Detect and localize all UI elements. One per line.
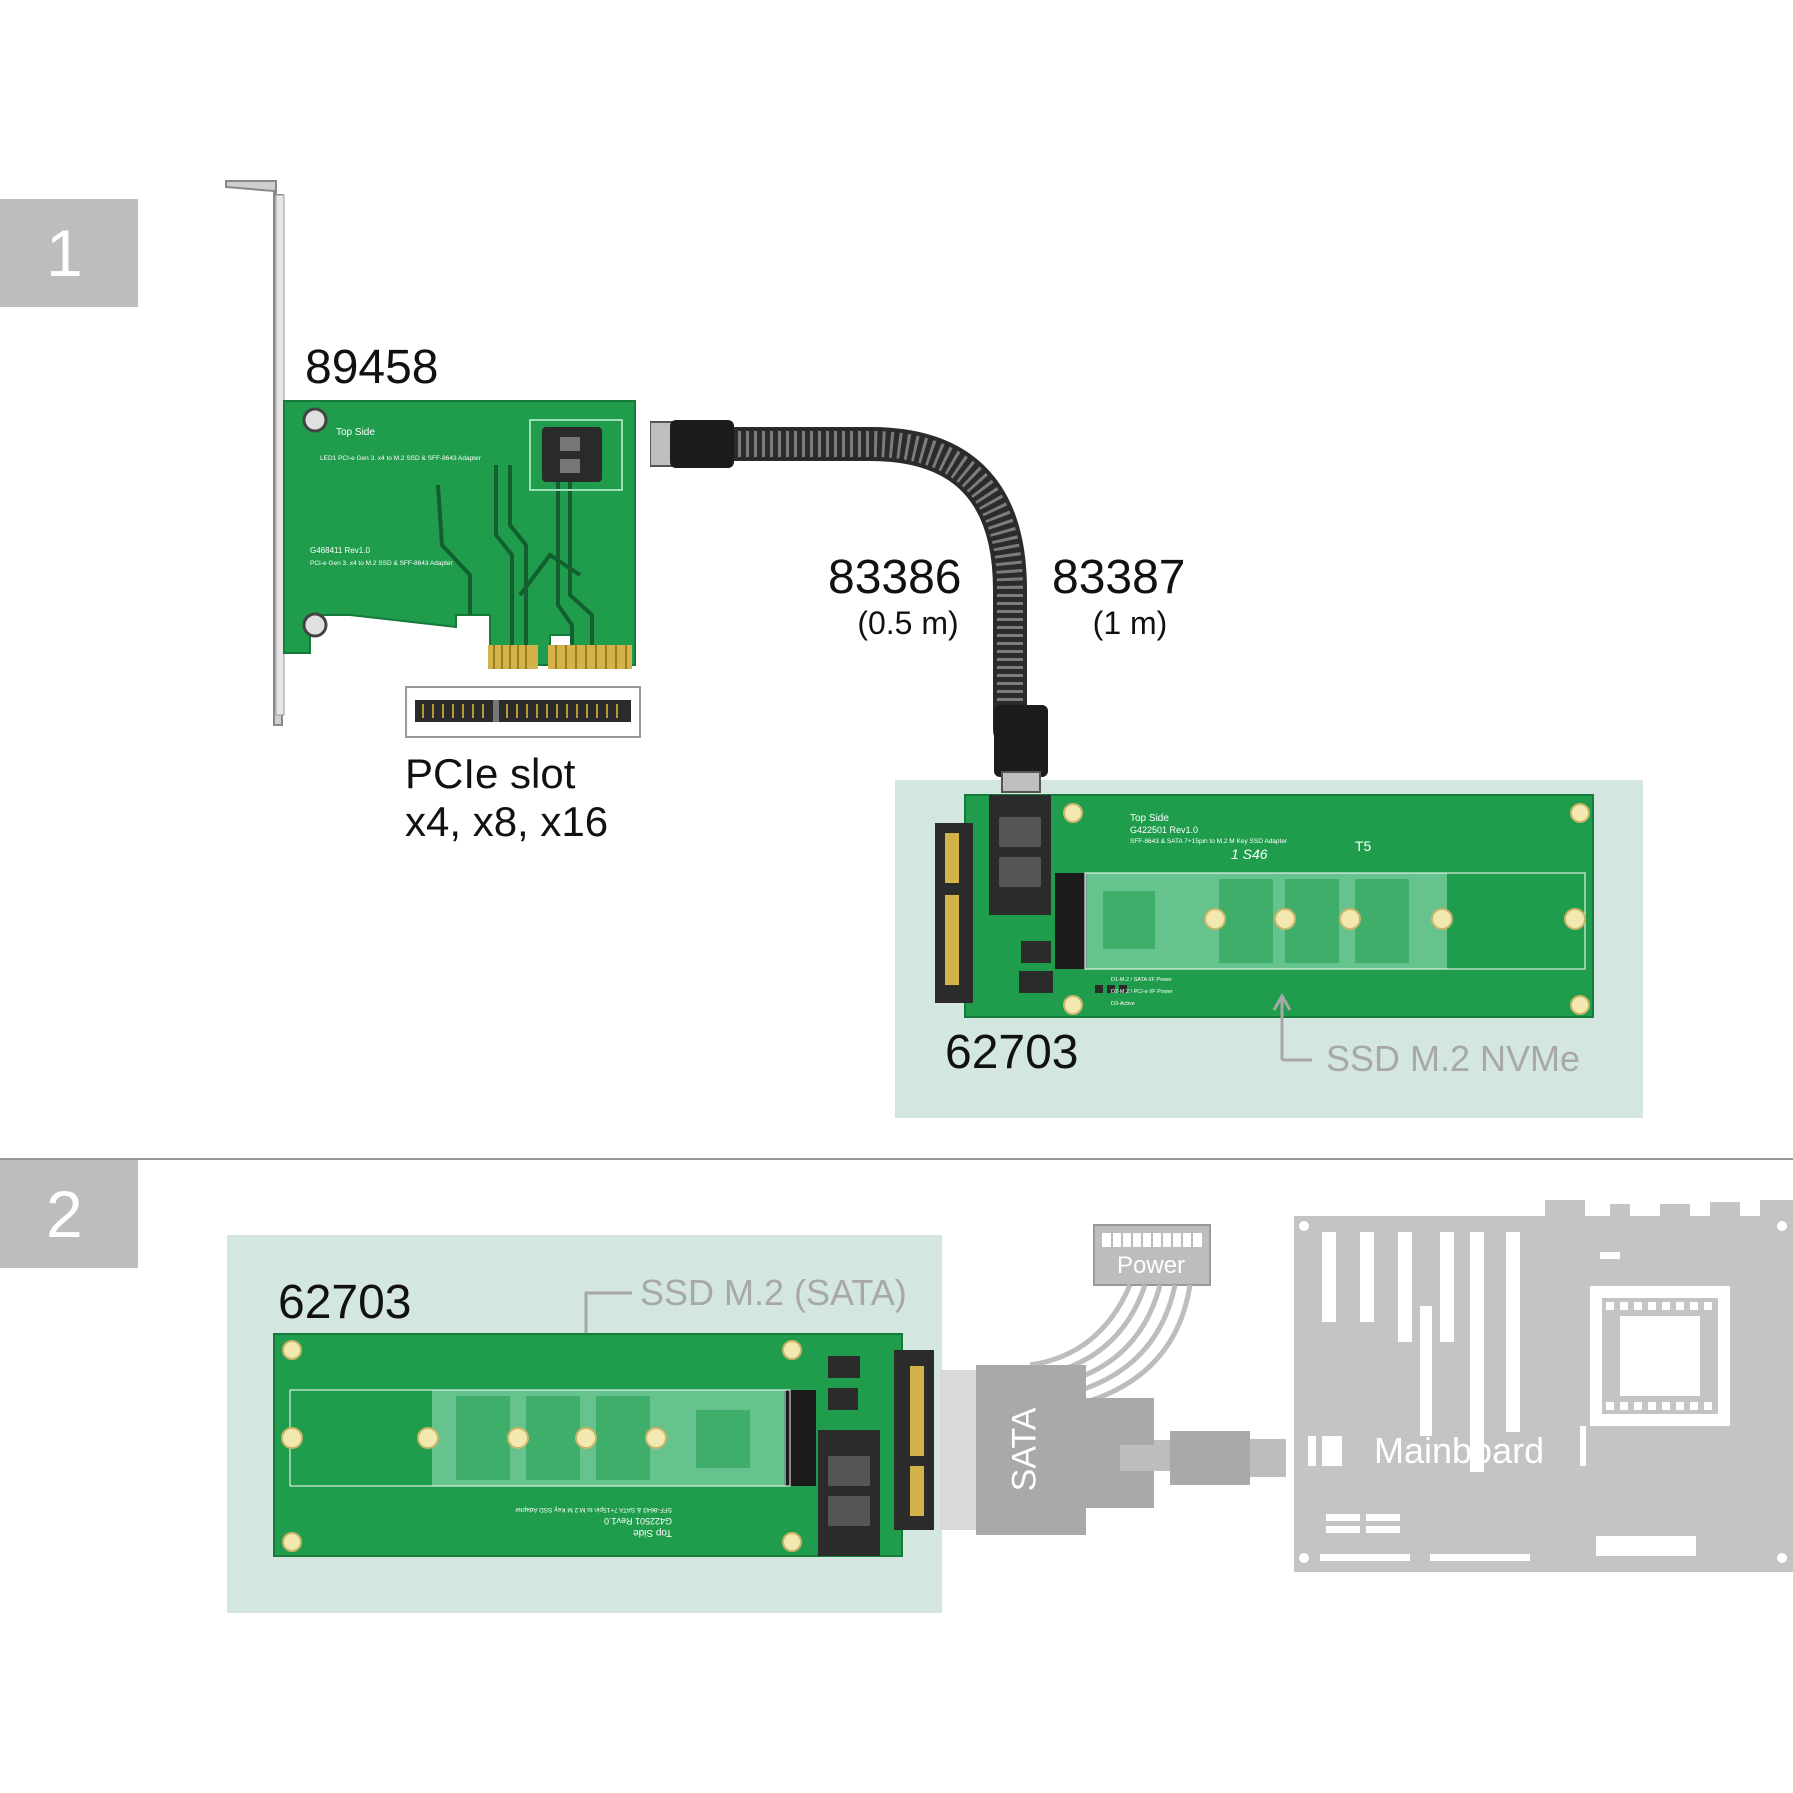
pcie-card-model-number: 89458 [305,341,439,394]
adapter-silk-led2: D2-M.2 / PCI-e I/F Power [1111,989,1173,995]
adapter-model-number: 62703 [945,1026,1079,1079]
pcie-slot-label-line2: x4, x8, x16 [405,798,609,845]
pcie-adapter-card: Top Side LED1 PCI-e Gen 3. x4 to M.2 SSD… [225,180,636,726]
pcie-silk-line1: LED1 PCI-e Gen 3. x4 to M.2 SSD & SFF-86… [320,455,482,462]
m2-adapter-board-nvme: Top Side G422501 Rev1.0 SFF-8643 & SATA … [935,794,1594,1018]
ssd-nvme-label: SSD M.2 NVMe [1326,1038,1581,1079]
mainboard-label: Mainboard [1374,1430,1545,1471]
adapter2-silk-desc: SFF-8643 & SATA 7+15pin to M.2 M Key SSD… [514,1506,672,1513]
cable-1m-length: (1 m) [1092,605,1168,641]
adapter-silk-led1: D1-M.2 / SATA I/F Power [1111,977,1172,983]
adapter-model-number-2: 62703 [278,1276,412,1329]
adapter2-silk-rev: G422501 Rev1.0 [604,1516,672,1526]
pcie-slot-illustration [405,686,641,738]
sata-power-cable [940,1224,1260,1535]
cable-05m-length: (0.5 m) [857,605,959,641]
pcie-silk-line2: PCI-e Gen 3. x4 to M.2 SSD & SFF-8643 Ad… [310,560,454,567]
section-divider [0,1158,1793,1160]
m2-adapter-board-sata: Top Side G422501 Rev1.0 SFF-8643 & SATA … [273,1333,934,1557]
step-number-2: 2 [0,1160,138,1268]
ssd-sata-label: SSD M.2 (SATA) [640,1272,907,1313]
adapter-silk-handwritten: 1 S46 [1231,846,1268,862]
cable-1m-model-number: 83387 [1052,551,1186,604]
adapter-silk-top-side: Top Side [1130,813,1169,824]
sata-plug [1120,1431,1286,1485]
adapter-silk-desc: SFF-8643 & SATA 7+15pin to M.2 M Key SSD… [1130,838,1288,845]
adapter2-silk-top-side: Top Side [633,1527,672,1538]
step-number-1: 1 [0,199,138,307]
adapter-silk-code: T5 [1355,838,1372,854]
pcie-slot-label-line1: PCIe slot [405,750,576,797]
cable-05m-model-number: 83386 [828,551,962,604]
adapter-silk-rev: G422501 Rev1.0 [1130,825,1198,835]
pcie-silk-rev: G468411 Rev1.0 [310,546,370,555]
mainboard-illustration [1294,1200,1793,1572]
pcie-silk-top-side: Top Side [336,427,375,438]
sff-8643-cable [650,420,1048,793]
adapter-silk-led3: D3-Active [1111,1001,1135,1007]
nvme-pointer-arrow [1272,992,1312,1062]
sata-connector-label: SATA [1005,1407,1044,1492]
pcie-slot-label: PCIe slot x4, x8, x16 [405,750,608,846]
power-connector-label: Power [1117,1252,1186,1279]
